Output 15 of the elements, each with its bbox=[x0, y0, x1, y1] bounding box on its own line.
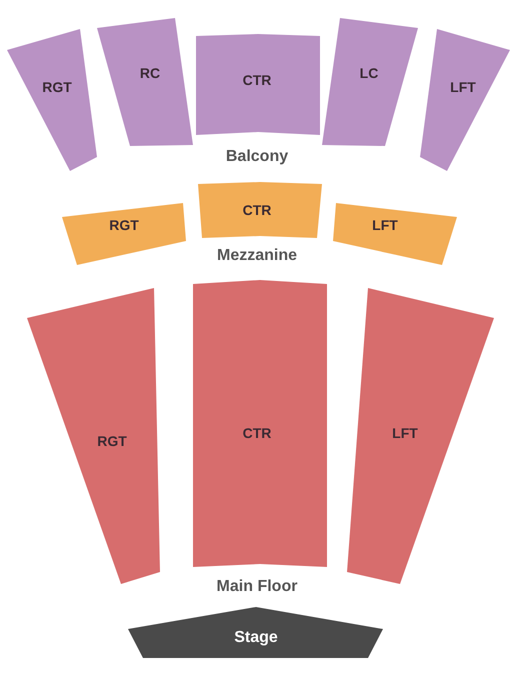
section-label: CTR bbox=[242, 425, 272, 441]
section-label: LFT bbox=[392, 425, 418, 441]
section-label: LFT bbox=[450, 79, 476, 95]
level-label: Main Floor bbox=[216, 578, 298, 596]
section-label: CTR bbox=[242, 202, 272, 218]
section-label: LFT bbox=[372, 217, 398, 233]
section-label: RGT bbox=[109, 217, 139, 233]
section-label: LC bbox=[360, 65, 378, 81]
level-label: Balcony bbox=[226, 148, 288, 166]
section-label: CTR bbox=[242, 72, 272, 88]
stage-label: Stage bbox=[234, 629, 278, 647]
level-label: Mezzanine bbox=[217, 247, 297, 265]
section-label: RGT bbox=[97, 433, 127, 449]
section-label: RGT bbox=[42, 79, 72, 95]
section-label: RC bbox=[140, 65, 160, 81]
